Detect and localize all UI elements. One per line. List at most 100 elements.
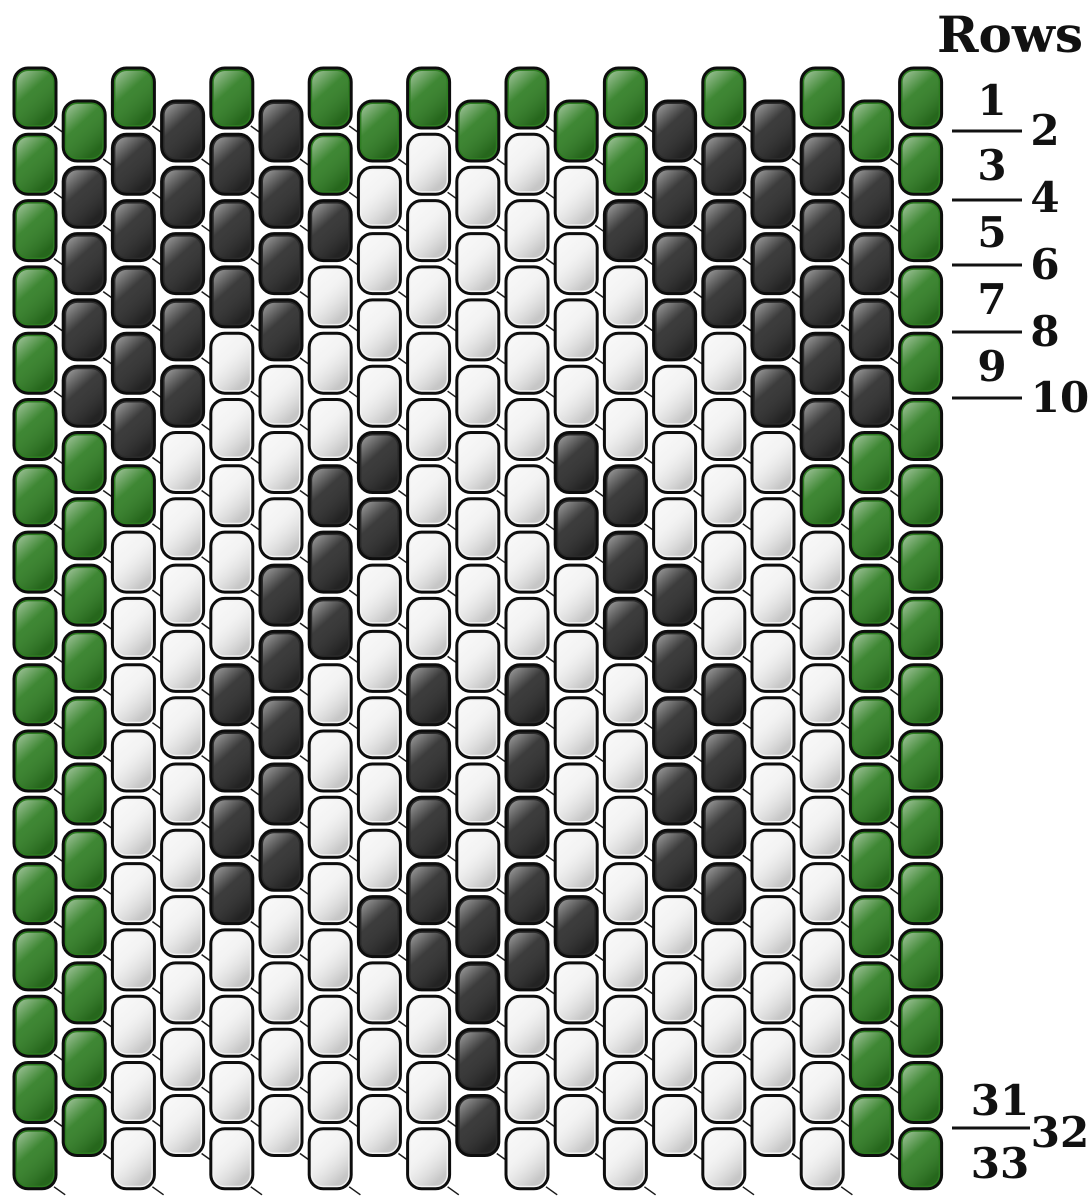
bead-highlight <box>263 436 299 490</box>
bead-highlight <box>903 535 939 589</box>
bead-highlight <box>558 237 594 291</box>
bead-highlight <box>66 833 102 887</box>
bead-highlight <box>165 1032 201 1086</box>
bead-highlight <box>509 867 545 921</box>
bead-highlight <box>558 502 594 556</box>
bead-highlight <box>115 535 151 589</box>
bead-highlight <box>804 1132 840 1186</box>
bead-highlight <box>558 436 594 490</box>
bead-column <box>506 68 548 1189</box>
row-label-33: 33 <box>971 1139 1029 1188</box>
bead-highlight <box>263 568 299 622</box>
bead-highlight <box>903 336 939 390</box>
bead-highlight <box>804 734 840 788</box>
bead-highlight <box>903 800 939 854</box>
bead-highlight <box>509 1066 545 1120</box>
bead-highlight <box>17 734 53 788</box>
bead-highlight <box>411 668 447 722</box>
bead-column <box>900 68 942 1189</box>
bead-highlight <box>853 303 889 357</box>
thread-segment <box>448 1187 459 1195</box>
bead-highlight <box>165 436 201 490</box>
bead-highlight <box>706 1132 742 1186</box>
bead-highlight <box>165 1099 201 1153</box>
bead-highlight <box>214 999 250 1053</box>
bead-highlight <box>312 867 348 921</box>
bead-highlight <box>607 800 643 854</box>
bead-highlight <box>804 1066 840 1120</box>
bead-highlight <box>558 303 594 357</box>
bead-highlight <box>460 900 496 954</box>
bead-highlight <box>607 403 643 457</box>
bead-highlight <box>509 1132 545 1186</box>
bead-highlight <box>214 204 250 258</box>
bead-highlight <box>66 436 102 490</box>
bead-highlight <box>115 403 151 457</box>
bead-highlight <box>509 137 545 191</box>
bead-highlight <box>903 204 939 258</box>
bead-highlight <box>165 634 201 688</box>
bead-highlight <box>607 535 643 589</box>
bead-highlight <box>657 1032 693 1086</box>
bead-highlight <box>755 966 791 1020</box>
bead-highlight <box>853 900 889 954</box>
bead-highlight <box>558 767 594 821</box>
bead-highlight <box>17 999 53 1053</box>
bead-highlight <box>853 170 889 224</box>
bead-highlight <box>706 403 742 457</box>
bead-highlight <box>411 1132 447 1186</box>
bead-highlight <box>17 1066 53 1120</box>
bead-highlight <box>607 137 643 191</box>
bead-highlight <box>361 1099 397 1153</box>
thread-segment <box>54 1187 65 1195</box>
bead-highlight <box>903 933 939 987</box>
bead-highlight <box>460 436 496 490</box>
bead-highlight <box>411 270 447 324</box>
bead-highlight <box>853 104 889 158</box>
bead-column <box>14 68 56 1189</box>
bead-highlight <box>361 767 397 821</box>
bead-highlight <box>214 535 250 589</box>
bead-highlight <box>214 336 250 390</box>
thread-segment <box>743 1187 754 1195</box>
bead-highlight <box>411 867 447 921</box>
bead-highlight <box>804 270 840 324</box>
bead-highlight <box>66 237 102 291</box>
bead-highlight <box>66 701 102 755</box>
bead-highlight <box>558 634 594 688</box>
bead-highlight <box>17 71 53 125</box>
bead-highlight <box>558 369 594 423</box>
row-label-1: 1 <box>977 76 1006 125</box>
bead-column <box>801 68 843 1189</box>
bead-highlight <box>312 933 348 987</box>
bead-column <box>703 68 745 1189</box>
bead-highlight <box>755 1099 791 1153</box>
row-label-4: 4 <box>1030 173 1059 222</box>
bead-highlight <box>214 800 250 854</box>
bead-highlight <box>411 933 447 987</box>
bead-highlight <box>706 204 742 258</box>
bead-highlight <box>66 502 102 556</box>
bead-highlight <box>460 303 496 357</box>
thread-segment <box>251 1187 262 1195</box>
bead-column <box>654 101 696 1156</box>
bead-column <box>555 101 597 1156</box>
bead-highlight <box>263 1032 299 1086</box>
bead-column <box>850 101 892 1156</box>
bead-highlight <box>312 1132 348 1186</box>
bead-highlight <box>853 701 889 755</box>
bead-highlight <box>214 734 250 788</box>
bead-highlight <box>66 303 102 357</box>
bead-highlight <box>607 999 643 1053</box>
bead-highlight <box>657 237 693 291</box>
bead-highlight <box>361 104 397 158</box>
bead-highlight <box>903 1066 939 1120</box>
bead-highlight <box>115 668 151 722</box>
bead-highlight <box>17 867 53 921</box>
row-label-10: 10 <box>1031 373 1089 422</box>
bead-highlight <box>115 336 151 390</box>
bead-highlight <box>115 1132 151 1186</box>
bead-highlight <box>706 999 742 1053</box>
bead-highlight <box>165 303 201 357</box>
